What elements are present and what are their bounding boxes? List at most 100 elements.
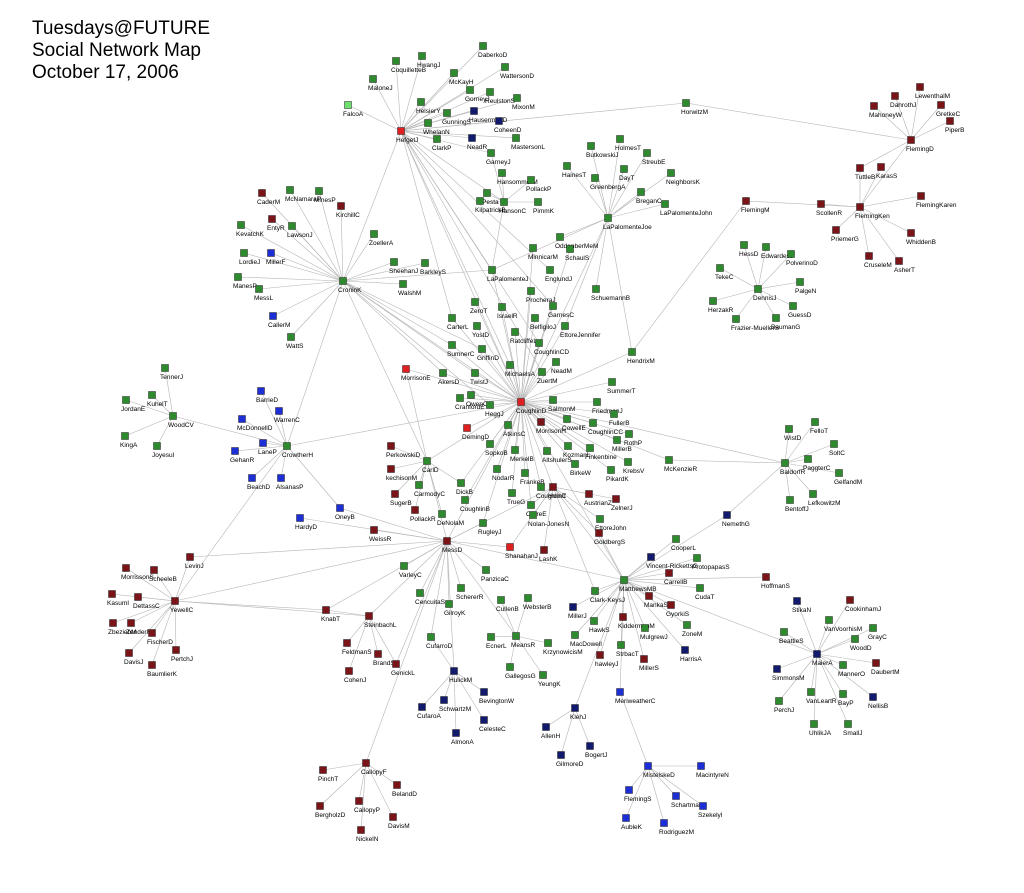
node-label: CallopyF xyxy=(361,769,387,776)
edge-flemingken-cruselem xyxy=(859,206,870,257)
node-square xyxy=(277,474,285,482)
node-pikardk: PikardK xyxy=(606,466,629,483)
node-label: NeadM xyxy=(551,368,572,375)
node-square xyxy=(762,243,770,251)
edge-matthewsmb-hawleyj xyxy=(599,579,625,656)
node-square xyxy=(283,442,291,450)
node-alsanasp: AlsanasP xyxy=(276,474,303,491)
node-label: DickB xyxy=(456,489,473,496)
node-label: SopkoB xyxy=(485,450,508,457)
node-varleyc: VarleyC xyxy=(399,562,422,579)
edge-lapalomentejoe-greenberga xyxy=(594,177,609,219)
edge-hulickm-almona xyxy=(453,670,457,734)
node-square xyxy=(742,197,750,205)
node-protopapass: ProtopapasS xyxy=(692,554,730,571)
node-label: MeansR xyxy=(511,642,536,649)
node-messd: MessD xyxy=(442,537,463,554)
node-square xyxy=(495,117,503,125)
node-label: ZoellerA xyxy=(369,240,394,247)
node-piperb: PiperB xyxy=(945,117,965,134)
node-square xyxy=(456,394,464,402)
node-cohenj: CohenJ xyxy=(344,667,366,684)
edge-coughlind-ratcliffel xyxy=(514,331,522,403)
node-label: CoquilletteB xyxy=(391,67,426,74)
edge-matthewsmb-klehj xyxy=(574,579,625,709)
node-perkowskid: PerkowskiD xyxy=(386,442,421,459)
node-label: GarnesC xyxy=(548,312,574,319)
edge-cronink-watts xyxy=(290,280,344,338)
node-label: MacintyreN xyxy=(696,772,729,779)
edge-carld-kechisonm xyxy=(390,460,428,470)
node-square xyxy=(450,69,458,77)
edge-coughlind-oteree xyxy=(520,401,532,506)
edge-matthewsmb-macdowell xyxy=(574,579,625,636)
node-square xyxy=(637,188,645,196)
node-ettorejohn: EttoreJohn xyxy=(595,515,627,532)
node-cudat: CudaT xyxy=(695,584,715,601)
node-label: CroninK xyxy=(338,287,362,294)
node-square xyxy=(259,439,267,447)
node-rothp: RothP xyxy=(624,430,642,447)
node-square xyxy=(343,639,351,647)
node-label: ZuertM xyxy=(537,378,558,385)
node-square xyxy=(586,742,594,750)
node-square xyxy=(287,333,295,341)
node-label: OneyB xyxy=(335,514,355,521)
edge-coughlind-baldorfr xyxy=(520,401,786,464)
node-label: GilroyK xyxy=(444,610,466,617)
node-label: Finkenbine xyxy=(585,454,617,461)
edge-yewellc-steinbachl xyxy=(174,600,370,617)
node-helsiery: HelsierY xyxy=(416,98,441,115)
edge-matthewsmb-millers xyxy=(623,579,645,660)
node-tekec: TekeC xyxy=(715,264,734,281)
edge-matthewsmb-protopapass xyxy=(623,557,698,581)
edge-mistelsked-aublek xyxy=(625,765,649,819)
node-label: McNamaraP xyxy=(285,196,321,203)
edge-steinbachl-genickl xyxy=(368,615,397,665)
node-goldbergs: GoldbergS xyxy=(594,529,626,546)
edge-coughlind-garnesc xyxy=(520,305,554,403)
node-square xyxy=(511,446,519,454)
node-square xyxy=(466,86,474,94)
node-label: LaPalomenteJohn xyxy=(660,210,713,217)
edge-callopyf-davism xyxy=(365,762,394,818)
node-square xyxy=(468,134,476,142)
edge-coughlind-carterl xyxy=(451,317,522,403)
node-square xyxy=(773,665,781,673)
node-square xyxy=(488,266,496,274)
node-flemingkaren: FlemingKaren xyxy=(916,192,957,209)
node-yeungk: YeungK xyxy=(538,671,561,688)
node-sugerb: SugerB xyxy=(390,490,412,507)
edge-lapalomentejoe-butkowskij xyxy=(590,145,609,219)
node-label: YeungK xyxy=(538,681,561,688)
node-belandd: BelandD xyxy=(392,781,417,798)
node-square xyxy=(537,483,545,491)
node-label: YewellC xyxy=(170,607,194,614)
node-cencuitas: CencuitaS xyxy=(415,589,446,606)
edge-dennisj-fraziermuellers xyxy=(735,288,759,320)
node-square xyxy=(830,440,838,448)
node-square xyxy=(423,457,431,465)
node-label: DemingD xyxy=(462,434,489,441)
node-label: ZenderR xyxy=(126,629,152,636)
node-herzakr: HerzakR xyxy=(708,297,734,314)
node-mistelsked: MistelskeD xyxy=(643,762,675,779)
edge-lapalomentejoe-hainest xyxy=(566,165,609,219)
edge-crowtherh-barried xyxy=(260,390,288,447)
node-flemings: FlemingS xyxy=(624,786,652,803)
node-square xyxy=(672,792,680,800)
edge-cronink-lawsonj xyxy=(291,225,344,282)
node-square xyxy=(549,396,557,404)
edge-matthewsmb-goldbergs xyxy=(598,532,625,581)
edge-cronink-griffind xyxy=(342,280,483,350)
node-label: FelloT xyxy=(810,428,828,435)
node-square xyxy=(257,387,265,395)
node-label: HendrixM xyxy=(627,358,655,365)
edge-coughlind-neadm xyxy=(520,361,557,403)
node-barried: BarrieD xyxy=(256,387,278,404)
node-label: PimmK xyxy=(533,208,555,215)
node-label: GuessD xyxy=(788,312,812,319)
edge-hornt-lashk xyxy=(543,486,554,551)
node-square xyxy=(480,688,488,696)
edge-messd-cufarrod xyxy=(430,540,448,638)
